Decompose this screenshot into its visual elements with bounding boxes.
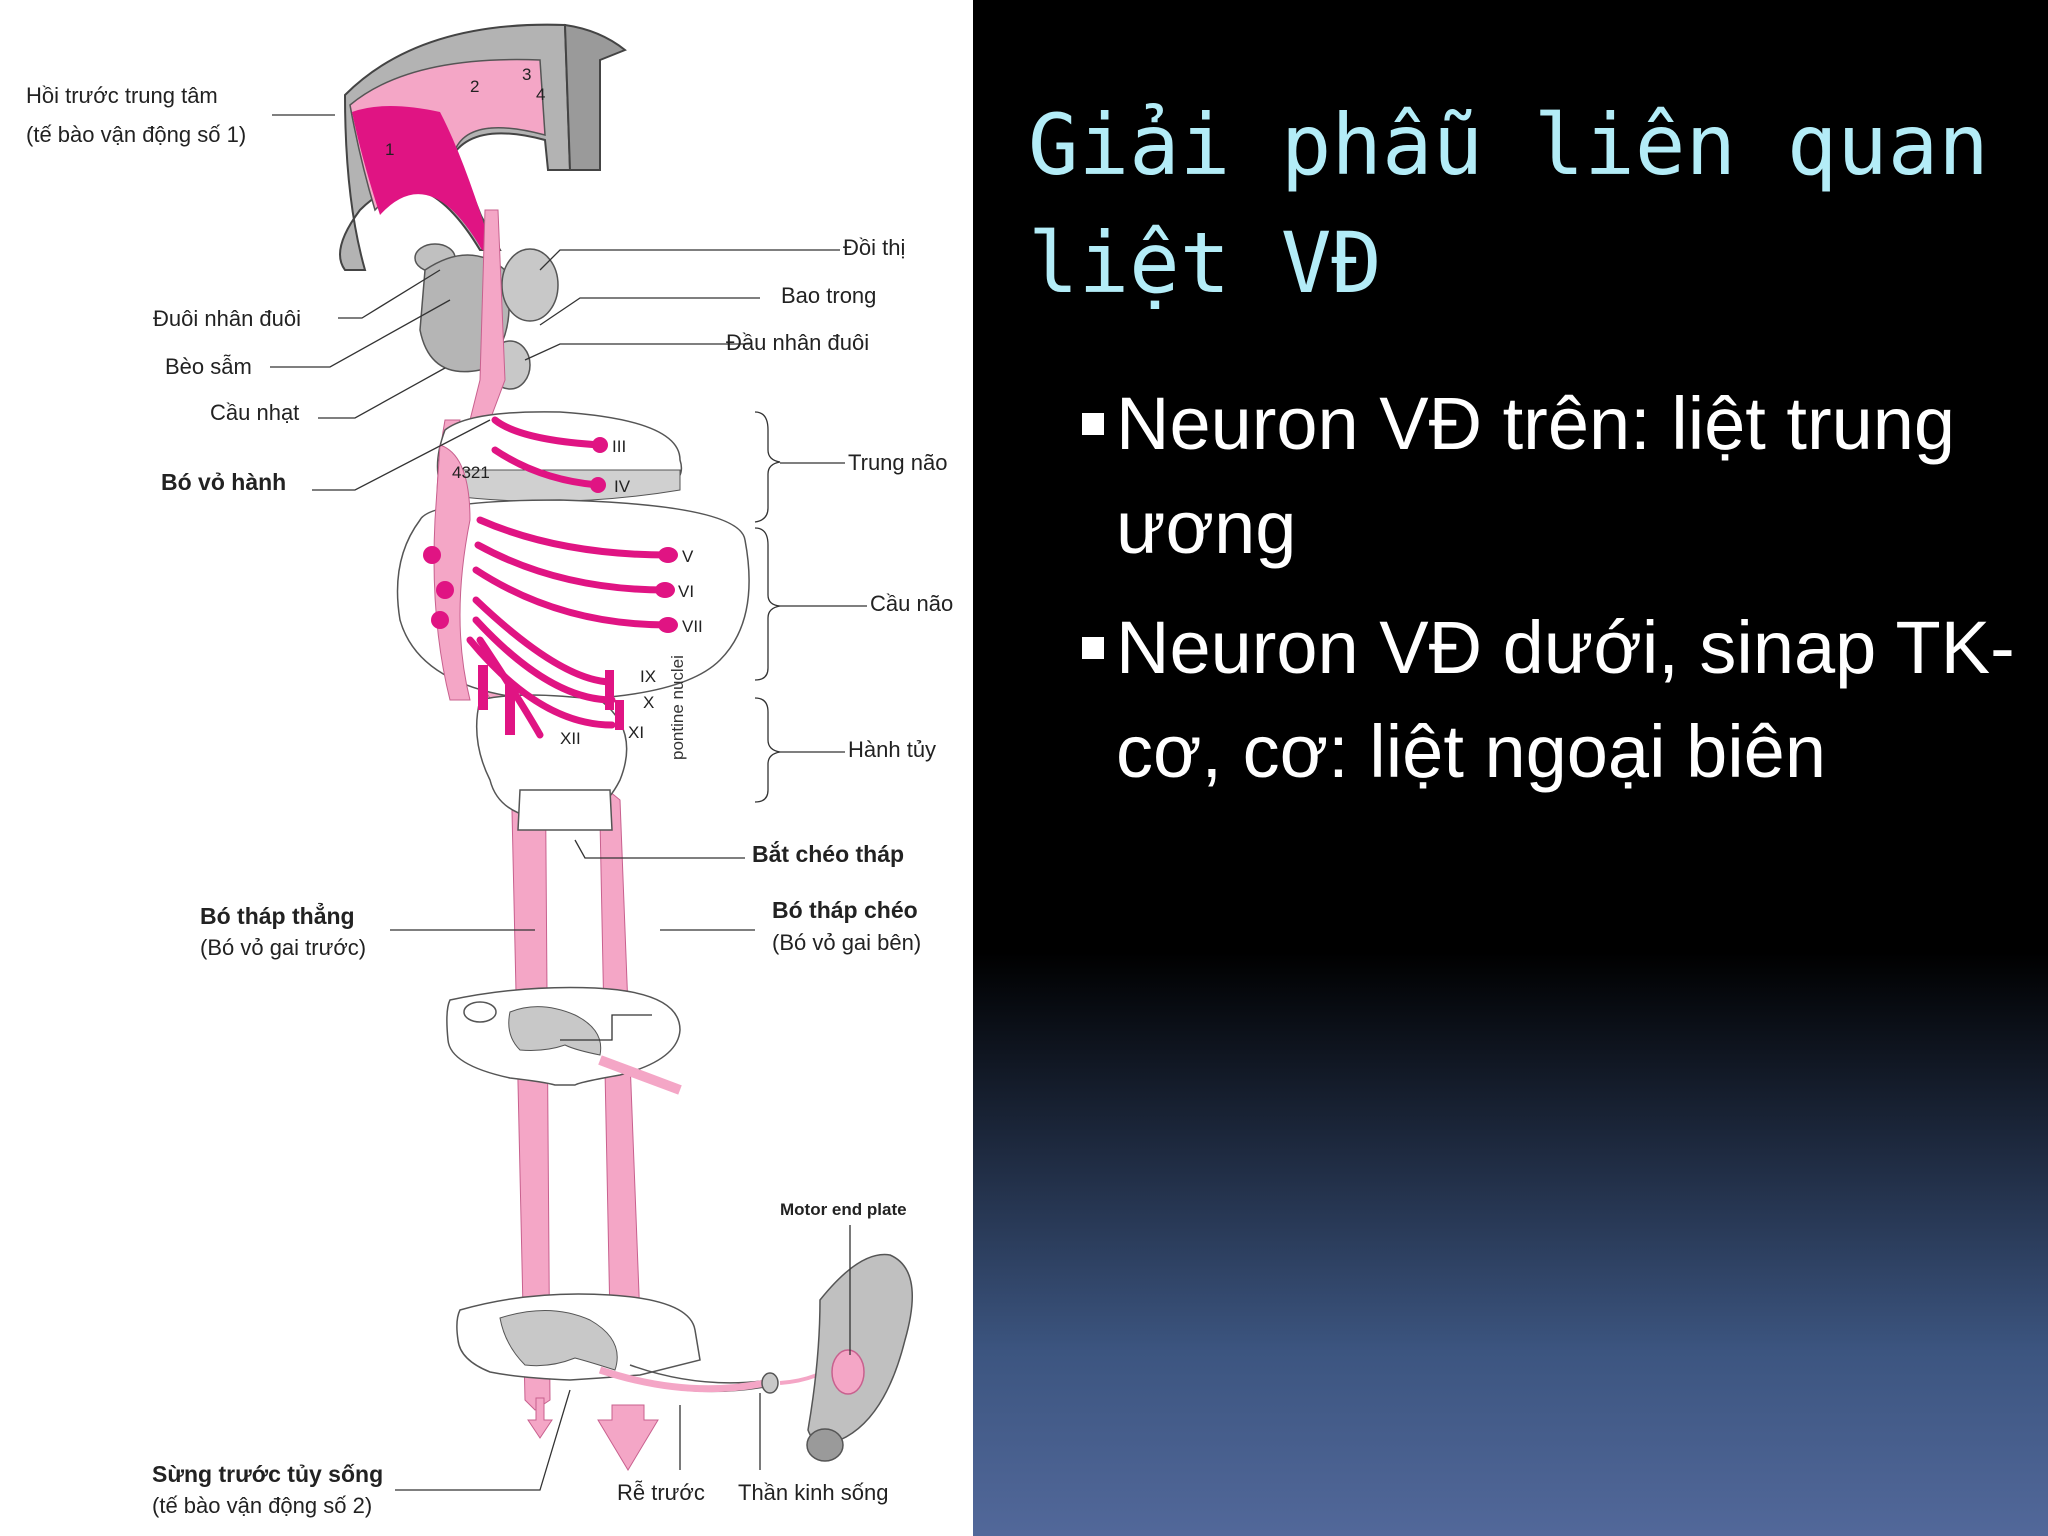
anterior-horn-sub-label: (tế bào vận động số 2)	[152, 1493, 372, 1518]
bullet-item: Neuron VĐ trên: liệt trung ương	[1082, 372, 2016, 580]
caudate-head-label: Đầu nhân đuôi	[726, 330, 869, 355]
cortex-area-4: 4	[536, 85, 545, 104]
nerve-X-label: X	[643, 693, 654, 712]
midbrain-label: Trung não	[848, 450, 947, 475]
nerve-V-label: V	[682, 547, 694, 566]
precentral-gyrus-sub-label: (tế bào vận động số 1)	[26, 122, 246, 147]
cortex-area-2: 2	[470, 77, 479, 96]
square-bullet-icon	[1082, 413, 1104, 435]
text-panel	[973, 0, 2048, 1536]
globus-pallidus-label: Cầu nhạt	[210, 400, 299, 425]
nerve-VII-label: VII	[682, 617, 703, 636]
internal-capsule-label: Bao trong	[781, 283, 876, 308]
lateral-tract-label: Bó tháp chéo	[772, 897, 918, 923]
spinal-arrows	[527, 1397, 659, 1471]
nerve-III-label: III	[612, 437, 626, 456]
putamen-label: Bèo sẫm	[165, 354, 252, 379]
anterior-horn-label: Sừng trước tủy sống	[152, 1461, 383, 1487]
cranial-nerve-nuclei	[423, 437, 678, 735]
tract-numbers: 4321	[452, 463, 490, 482]
motor-end-plate-label: Motor end plate	[780, 1200, 907, 1219]
ventral-root-label: Rễ trước	[617, 1480, 705, 1505]
lower-spinal-section	[456, 1293, 779, 1394]
cortex-area-1: 1	[385, 140, 394, 159]
diagram-labels: Hồi trước trung tâm (tế bào vận động số …	[26, 83, 953, 1518]
region-braces	[754, 411, 781, 803]
square-bullet-icon	[1082, 637, 1104, 659]
cortex-section: 1 2 3 4	[339, 23, 627, 271]
pontine-nuclei-label: pontine nuclei	[668, 655, 687, 760]
decussation-label: Bắt chéo tháp	[752, 840, 904, 867]
corticobulbar-label: Bó vỏ hành	[161, 469, 286, 495]
spinal-nerve-label: Thần kinh sống	[738, 1480, 888, 1505]
upper-spinal-section	[446, 986, 682, 1095]
anterior-tract-label: Bó tháp thẳng	[200, 901, 355, 929]
muscle	[779, 1253, 914, 1462]
cortex-area-3: 3	[522, 65, 531, 84]
bullet-text: Neuron VĐ trên: liệt trung ương	[1116, 382, 1956, 569]
nerve-VI-label: VI	[678, 582, 694, 601]
diagram-panel: 1 2 3 4	[0, 0, 973, 1536]
pons-label: Cầu não	[870, 591, 953, 616]
bullet-text: Neuron VĐ dưới, sinap TK-cơ, cơ: liệt ng…	[1116, 606, 2015, 793]
slide-title: Giải phẫu liên quan liệt VĐ	[1028, 96, 1989, 312]
anterior-tract-sub-label: (Bó vỏ gai trước)	[200, 935, 366, 960]
nerve-XI-label: XI	[628, 723, 644, 742]
bullet-list: Neuron VĐ trên: liệt trung ương Neuron V…	[1082, 372, 2016, 820]
nerve-IX-label: IX	[640, 667, 656, 686]
leader-lines	[270, 114, 867, 1491]
lateral-tract-sub-label: (Bó vỏ gai bên)	[772, 930, 921, 955]
nerve-IV-label: IV	[614, 477, 631, 496]
thalamus-label: Đồi thị	[843, 235, 905, 260]
precentral-gyrus-label: Hồi trước trung tâm	[26, 83, 218, 108]
motor-pathway-diagram: 1 2 3 4	[26, 23, 953, 1518]
nerve-XII-label: XII	[560, 729, 581, 748]
caudate-tail-label: Đuôi nhân đuôi	[153, 306, 301, 331]
medulla-label: Hành tủy	[848, 737, 936, 762]
cranial-nerve-labels: III IV V VI VII IX X XI XII	[560, 437, 703, 748]
bullet-item: Neuron VĐ dưới, sinap TK-cơ, cơ: liệt ng…	[1082, 596, 2016, 804]
